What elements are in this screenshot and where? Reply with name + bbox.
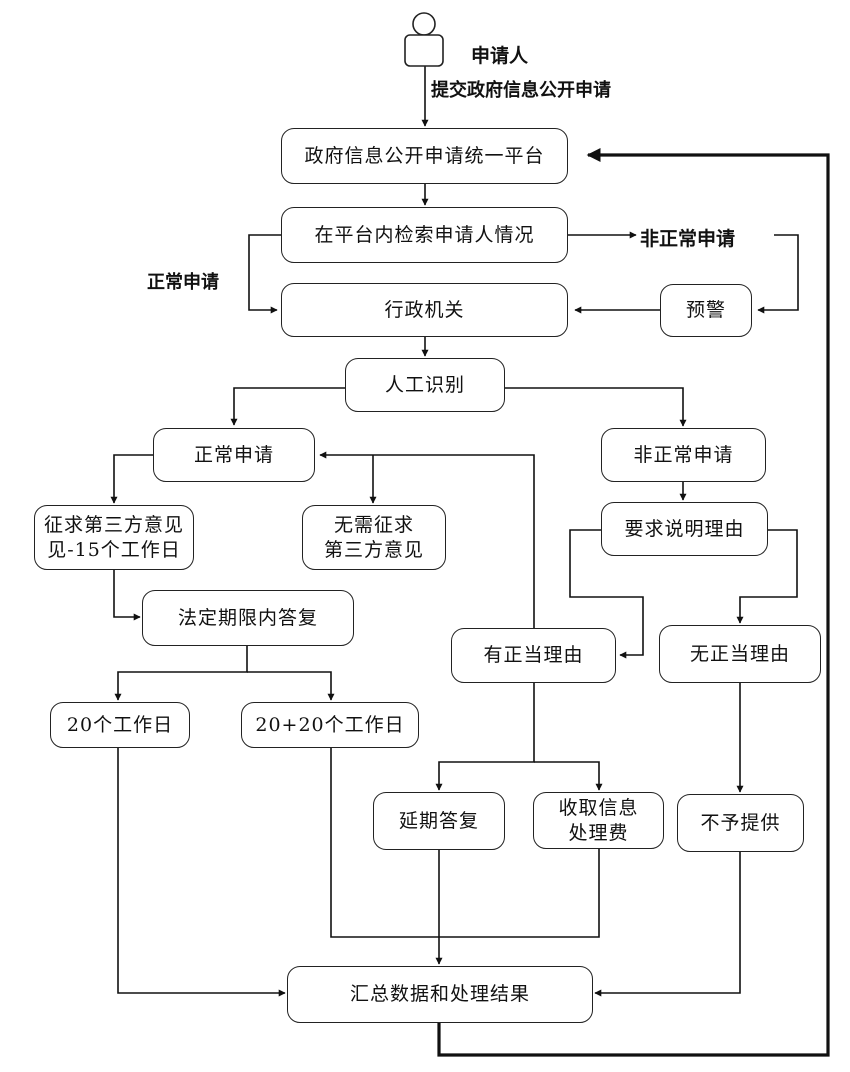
consult-third-party-line2: 见-15个工作日 bbox=[47, 538, 181, 561]
agency-node: 行政机关 bbox=[281, 283, 568, 337]
submit-request-label: 提交政府信息公开申请 bbox=[431, 80, 611, 101]
edge-identify-normal bbox=[230, 387, 345, 426]
edge-summary-platform-loop bbox=[437, 148, 830, 1057]
days-20-node: 20个工作日 bbox=[50, 702, 190, 748]
fee-line1: 收取信息 bbox=[558, 796, 639, 819]
normal-request-node: 正常申请 bbox=[153, 428, 315, 482]
warning-node: 预警 bbox=[660, 284, 752, 337]
fee-line2: 处理费 bbox=[568, 821, 629, 844]
refuse-node: 不予提供 bbox=[677, 794, 804, 852]
abnormal-request-node: 非正常申请 bbox=[601, 428, 766, 482]
edge-20days-summary bbox=[117, 748, 286, 997]
edge-search-agency-normal bbox=[248, 234, 281, 314]
days-20-plus-20-node: 20+20个工作日 bbox=[241, 702, 419, 748]
edge-consult-legalreply bbox=[113, 570, 141, 621]
justified-node: 有正当理由 bbox=[451, 628, 616, 683]
delay-reply-node: 延期答复 bbox=[373, 792, 505, 850]
search-node: 在平台内检索申请人情况 bbox=[281, 207, 568, 263]
identify-node: 人工识别 bbox=[345, 358, 505, 412]
consult-third-party-node: 征求第三方意见 见-15个工作日 bbox=[34, 505, 194, 570]
edge-refuse-summary bbox=[594, 852, 741, 997]
summary-node: 汇总数据和处理结果 bbox=[287, 966, 593, 1023]
consult-third-party-line1: 征求第三方意见 bbox=[43, 513, 184, 536]
fee-node: 收取信息 处理费 bbox=[533, 792, 664, 849]
no-consult-line2: 第三方意见 bbox=[323, 538, 424, 561]
no-consult-node: 无需征求 第三方意见 bbox=[302, 505, 446, 570]
platform-node: 政府信息公开申请统一平台 bbox=[281, 128, 568, 184]
legal-reply-node: 法定期限内答复 bbox=[142, 590, 354, 646]
edge-legalreply-20days bbox=[114, 646, 248, 701]
explain-reason-node: 要求说明理由 bbox=[601, 502, 768, 556]
edge-identify-abnormal bbox=[505, 387, 687, 427]
applicant-label: 申请人 bbox=[471, 45, 529, 67]
abnormal-request-side-label: 非正常申请 bbox=[640, 228, 736, 250]
unjustified-node: 无正当理由 bbox=[659, 625, 821, 683]
edge-explain-justified bbox=[569, 529, 644, 659]
normal-request-side-label: 正常申请 bbox=[147, 272, 219, 293]
no-consult-line1: 无需征求 bbox=[333, 513, 414, 536]
applicant-person-icon bbox=[404, 12, 444, 67]
edge-normal-consult bbox=[110, 454, 153, 504]
edge-explain-unjustified bbox=[736, 529, 798, 624]
edge-justified-normal bbox=[319, 451, 535, 628]
edge-justified-fee bbox=[534, 761, 603, 791]
edge-justified-delay bbox=[435, 683, 535, 791]
edge-20plus20-merge bbox=[330, 748, 600, 938]
edge-abnormal-label-warning bbox=[757, 234, 799, 314]
edge-legalreply-20plus20 bbox=[247, 671, 335, 701]
